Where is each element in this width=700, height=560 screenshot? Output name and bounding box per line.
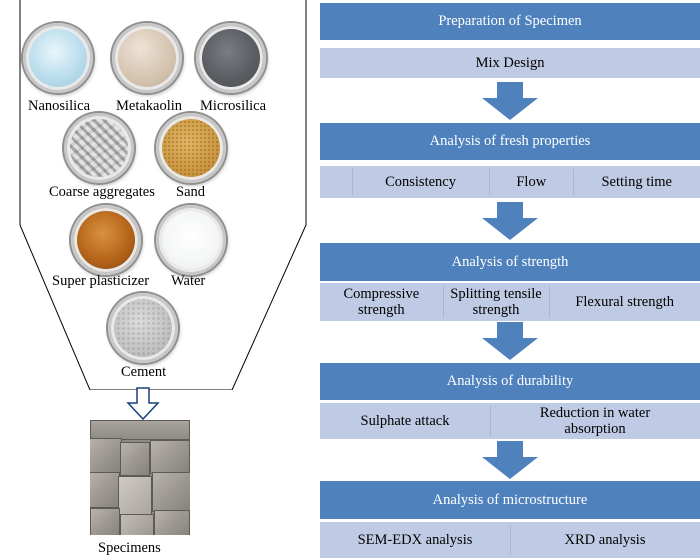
item-compressive-strength: Compressive strength [343,286,420,318]
materials-funnel-outline [19,0,307,390]
cement-dish [108,293,178,363]
specimens-label: Specimens [98,540,161,556]
item-flow: Flow [489,166,573,198]
stage-preparation-header: Preparation of Specimen [320,3,700,40]
microsilica-dish [196,23,266,93]
stage-fresh-properties-items: Consistency Flow Setting time [320,166,700,198]
flow-arrow-icon [482,322,538,360]
sand-label: Sand [176,184,205,200]
item-consistency: Consistency [385,174,456,190]
stage-durability-items: Sulphate attack Reduction in water absor… [320,403,700,439]
item-splitting-tensile-strength: Splitting tensile strength [442,283,550,321]
super-plasticizer-label: Super plasticizer [52,273,150,289]
water-label: Water [171,273,206,289]
item-sulphate-attack: Sulphate attack [360,413,450,429]
water-dish [156,205,226,275]
flow-arrow-icon [482,82,538,120]
sand-dish [156,113,226,183]
stage-strength-header: Analysis of strength [320,243,700,281]
specimens-photo [90,420,190,535]
cement-label: Cement [121,364,167,380]
item-setting-time: Setting time [573,166,700,198]
flow-arrow-icon [482,441,538,479]
stage-durability-header: Analysis of durability [320,363,700,400]
stage-strength-items: Compressive strength Splitting tensile s… [320,283,700,321]
metakaolin-label: Metakaolin [116,98,183,114]
item-sem-edx-analysis: SEM-EDX analysis [357,532,473,548]
nanosilica-label: Nanosilica [28,98,91,114]
down-arrow-icon [126,387,160,421]
stage-preparation-items: Mix Design [320,48,700,78]
nanosilica-dish [23,23,93,93]
item-mix-design: Mix Design [475,55,545,71]
item-flexural-strength: Flexural strength [549,283,700,321]
metakaolin-dish [112,23,182,93]
stage-fresh-properties-header: Analysis of fresh properties [320,123,700,160]
item-reduction-water-absorption: Reduction in water absorption [490,403,700,439]
coarse-aggregates-dish [64,113,134,183]
microsilica-label: Microsilica [200,98,267,114]
stage-microstructure-items: SEM-EDX analysis XRD analysis [320,522,700,558]
flow-arrow-icon [482,202,538,240]
super-plasticizer-dish [71,205,141,275]
stage-microstructure-header: Analysis of microstructure [320,481,700,519]
coarse-aggregates-label: Coarse aggregates [49,184,155,200]
item-xrd-analysis: XRD analysis [510,522,700,558]
